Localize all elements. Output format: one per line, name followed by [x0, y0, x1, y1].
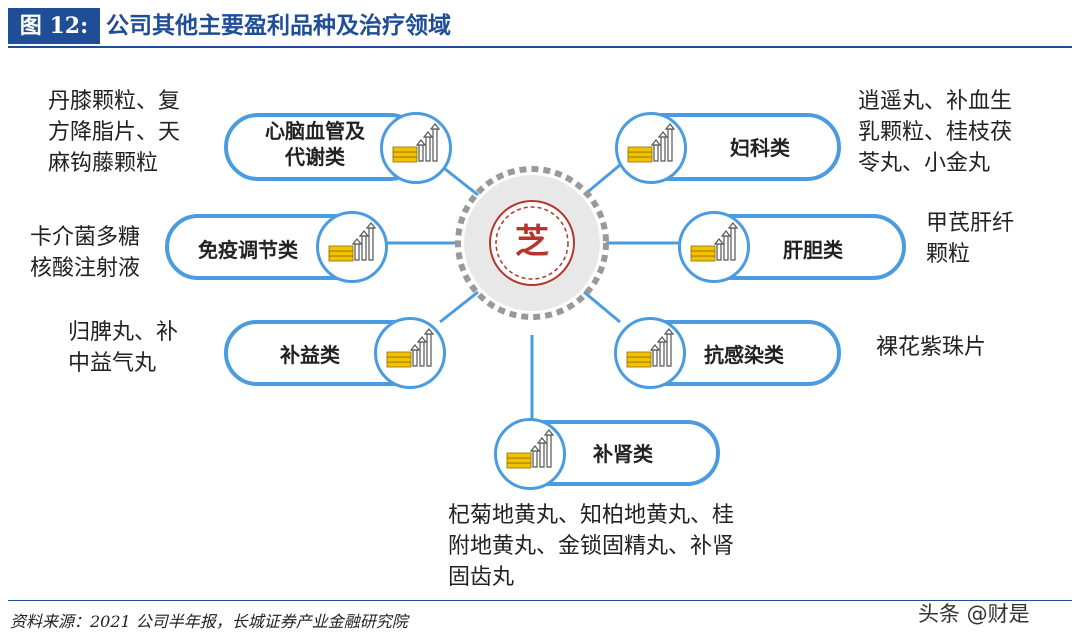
category-label-infect: 抗感染类 — [704, 343, 784, 367]
growth-chart-glyph — [627, 123, 676, 163]
growth-chart-icon — [614, 317, 686, 389]
growth-chart-icon — [374, 317, 446, 389]
products-liver: 甲芪肝纤 颗粒 — [926, 211, 1015, 267]
connector-cardio — [439, 163, 479, 197]
growth-chart-glyph — [626, 328, 675, 368]
center-logo — [455, 166, 609, 320]
products-immune: 卡介菌多糖 核酸注射液 — [30, 225, 141, 281]
products-cardio: 丹膝颗粒、复 方降脂片、天 麻钩藤颗粒 — [48, 89, 181, 176]
growth-chart-glyph — [328, 222, 377, 262]
growth-chart-glyph — [392, 123, 441, 163]
growth-chart-icon — [316, 211, 388, 283]
growth-chart-icon — [615, 112, 687, 184]
growth-chart-icon — [494, 418, 566, 490]
growth-chart-icon — [678, 211, 750, 283]
products-infect: 裸花紫珠片 — [876, 335, 987, 360]
category-label-kidney: 补肾类 — [593, 442, 653, 466]
growth-chart-glyph — [386, 328, 435, 368]
growth-chart-icon — [380, 112, 452, 184]
connector-infect — [583, 290, 621, 324]
category-label-cardio: 心脑血管及 代谢类 — [240, 118, 390, 170]
category-label-gyn: 妇科类 — [730, 136, 790, 160]
figure-header: 图 12: 公司其他主要盈利品种及治疗领域 — [8, 8, 1072, 48]
source-note: 资料来源：2021 公司半年报，长城证券产业金融研究院 — [10, 612, 408, 631]
connector-tonic — [439, 290, 479, 324]
connector-gyn — [583, 163, 621, 197]
figure-label: 图 12: — [8, 8, 100, 44]
products-kidney: 杞菊地黄丸、知柏地黄丸、桂 附地黄丸、金锁固精丸、补肾 固齿丸 — [448, 503, 735, 590]
figure-title: 公司其他主要盈利品种及治疗领域 — [106, 12, 451, 39]
category-label-tonic: 补益类 — [280, 343, 340, 367]
growth-chart-glyph — [690, 222, 739, 262]
category-label-line2: 代谢类 — [285, 145, 345, 169]
products-gyn: 逍遥丸、补血生 乳颗粒、桂枝茯 苓丸、小金丸 — [858, 89, 1013, 176]
source-divider — [8, 600, 1072, 601]
watermark: 头条 @财是 — [918, 602, 1030, 626]
growth-chart-glyph — [506, 429, 555, 469]
products-tonic: 归脾丸、补 中益气丸 — [68, 320, 179, 376]
category-label-immune: 免疫调节类 — [198, 238, 298, 262]
category-label-liver: 肝胆类 — [783, 238, 843, 262]
center-logo-glyph: 芝 — [515, 222, 549, 262]
category-label-line1: 心脑血管及 — [265, 119, 365, 143]
